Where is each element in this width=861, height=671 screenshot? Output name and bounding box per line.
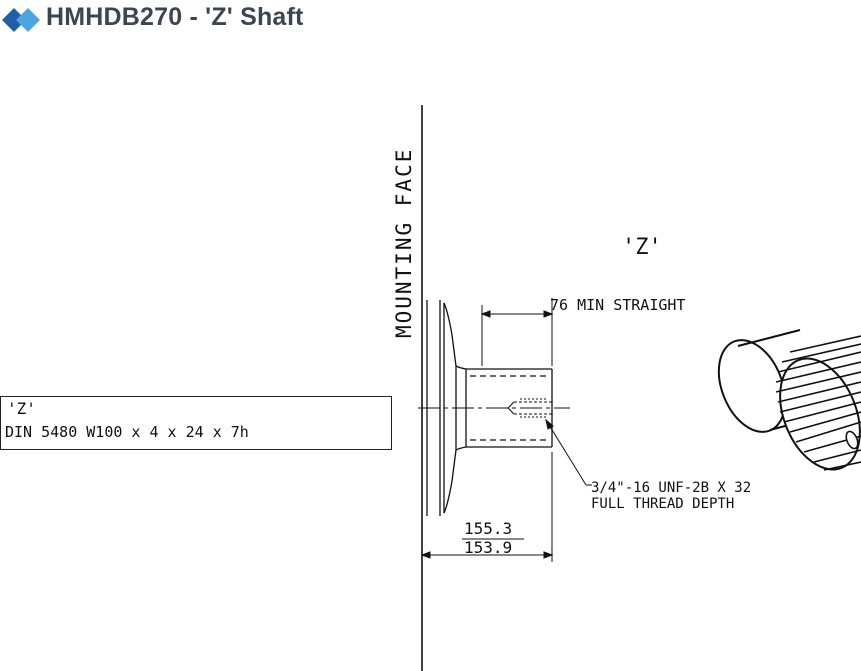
- straight-dimension-label: 76 MIN STRAIGHT: [550, 296, 685, 314]
- length-max-label: 155.3: [464, 519, 512, 538]
- mounting-face-label: MOUNTING FACE: [392, 148, 416, 338]
- shaft-code-label: 'Z': [7, 399, 36, 418]
- tapped-hole: [507, 398, 552, 418]
- thread-leader: [545, 418, 592, 486]
- spline-spec-box: 'Z' DIN 5480 W100 x 4 x 24 x 7h: [0, 396, 392, 450]
- length-min-label: 153.9: [464, 538, 512, 557]
- straight-length-dimension: [480, 298, 554, 366]
- thread-depth-label: FULL THREAD DEPTH: [591, 496, 734, 512]
- spline-spec-label: DIN 5480 W100 x 4 x 24 x 7h: [5, 423, 249, 441]
- spline-shaft-isometric: [717, 329, 861, 471]
- view-label: 'Z': [622, 235, 662, 260]
- overall-length-dimension: [420, 452, 554, 562]
- brand-logo-icon: [2, 8, 40, 32]
- thread-spec-label: 3/4"-16 UNF-2B X 32: [591, 480, 751, 496]
- page-title: HMHDB270 - 'Z' Shaft: [46, 3, 304, 31]
